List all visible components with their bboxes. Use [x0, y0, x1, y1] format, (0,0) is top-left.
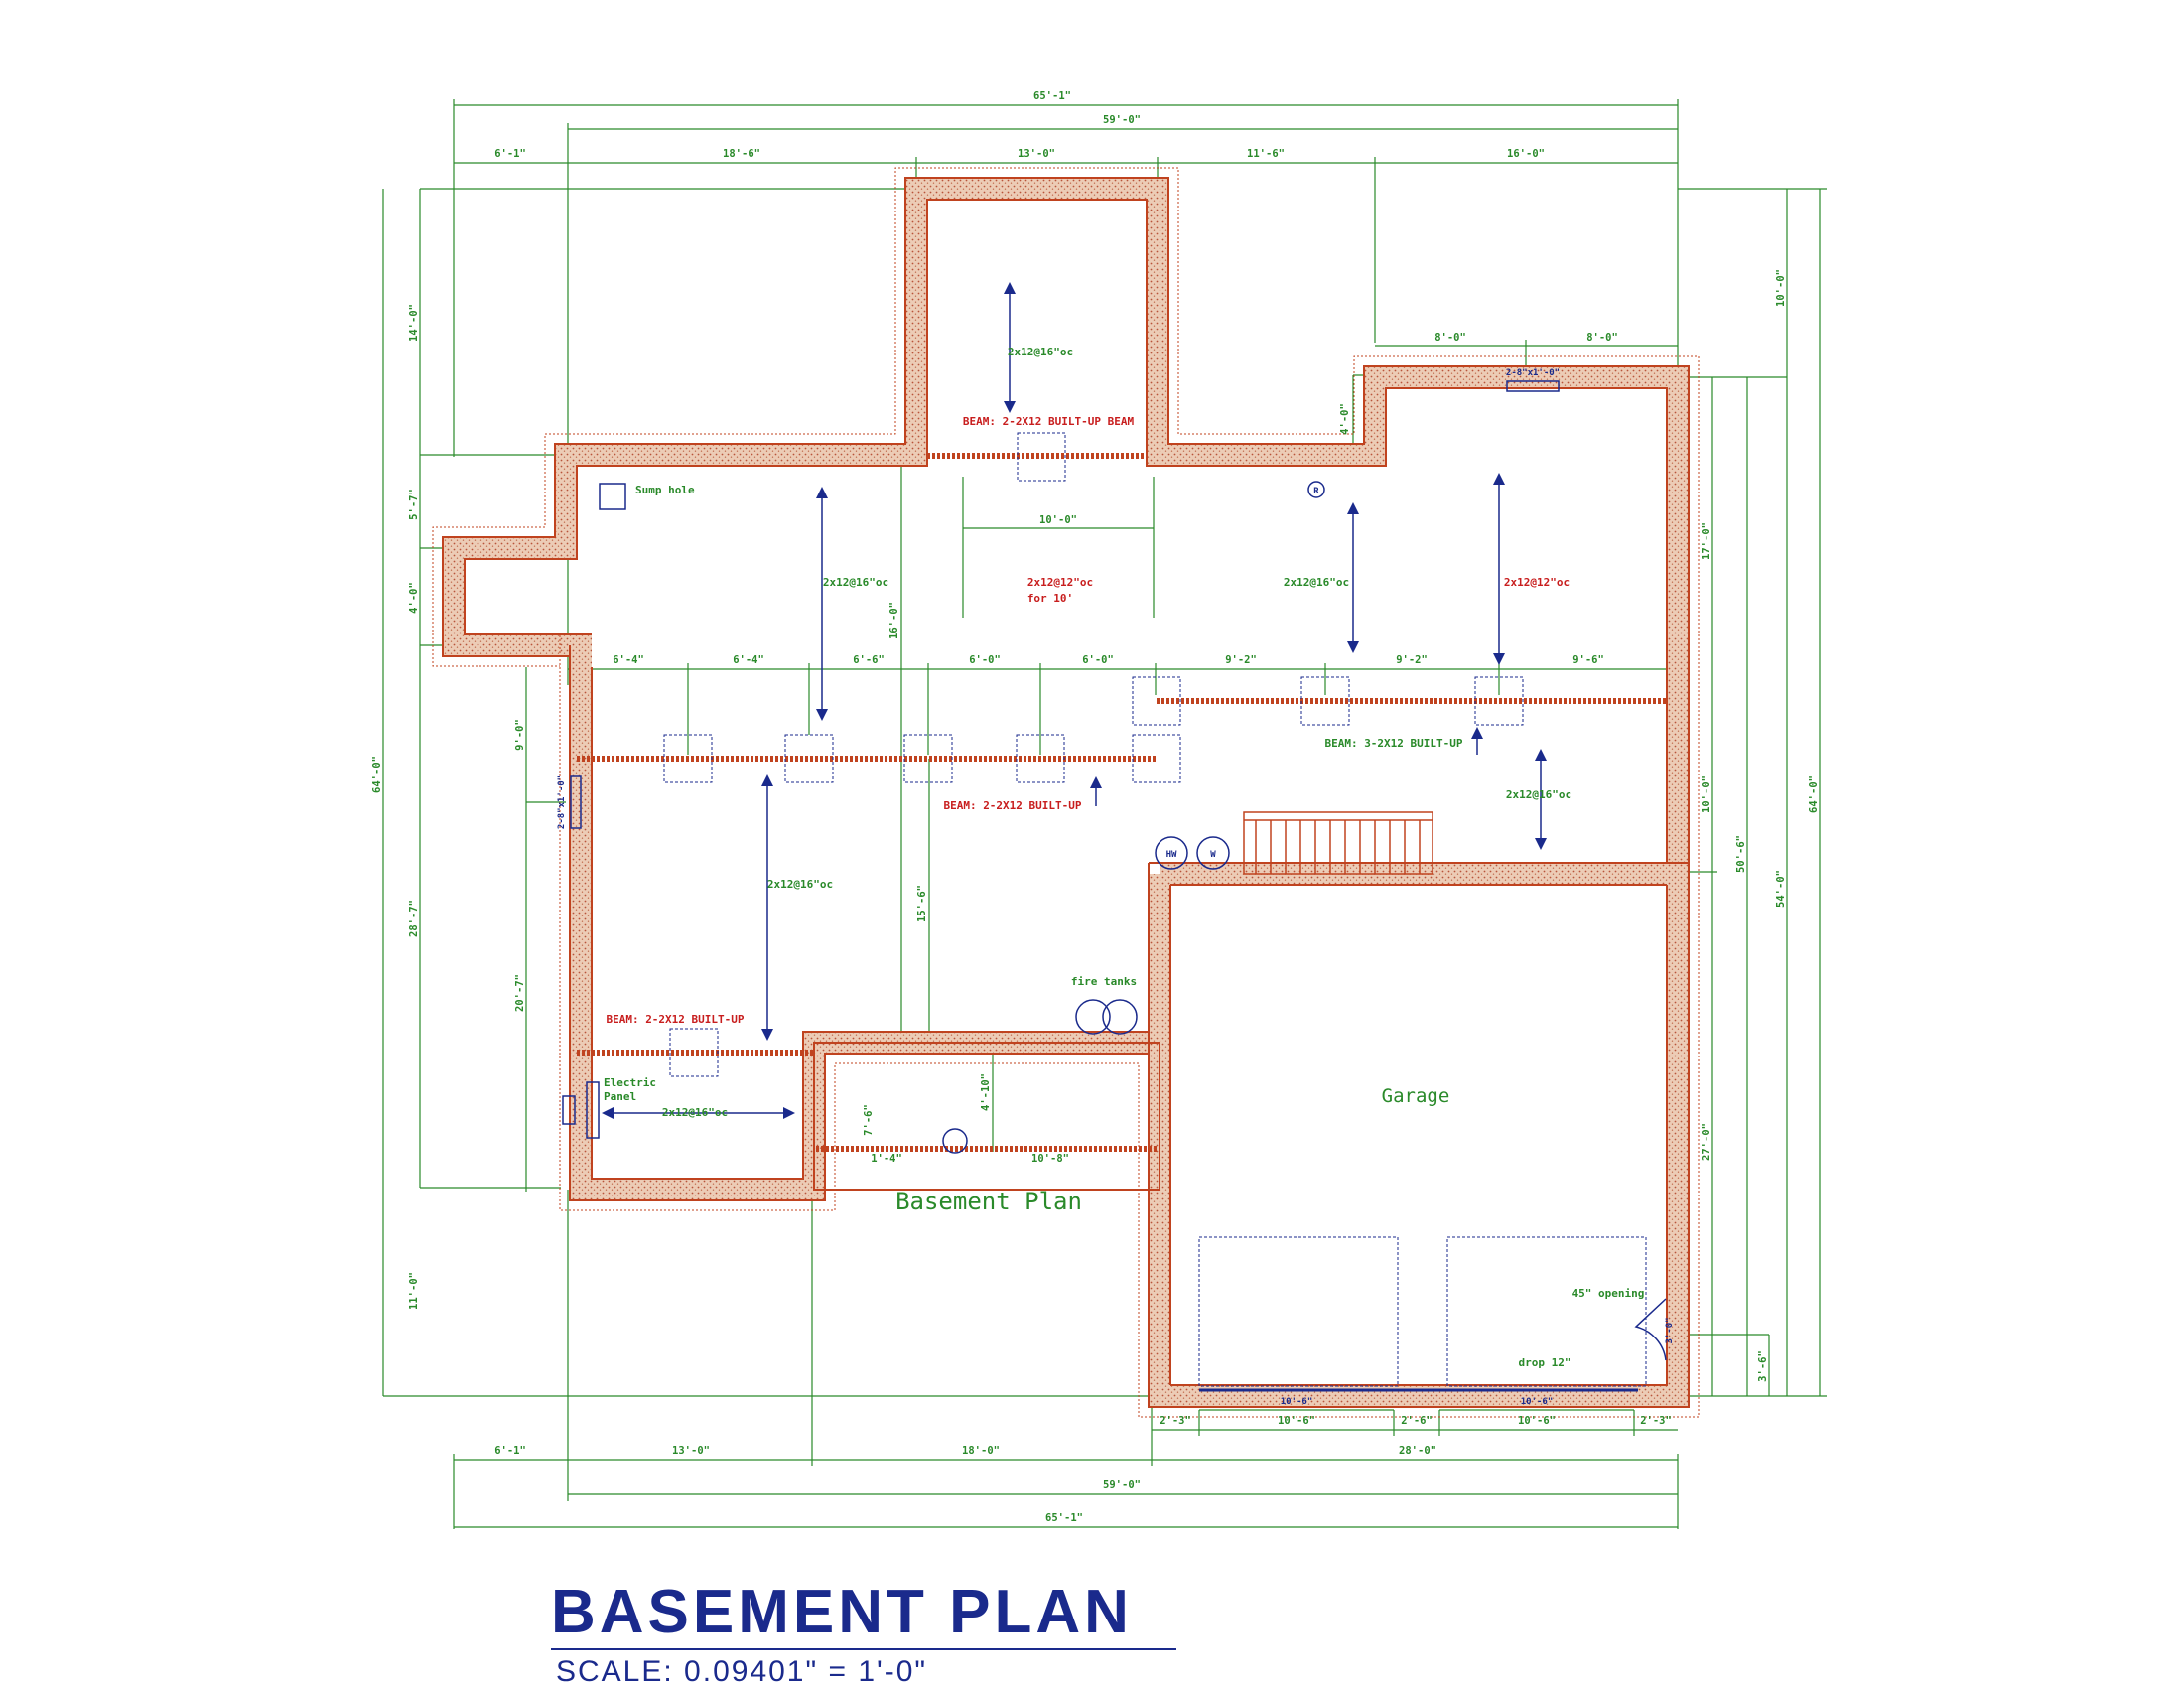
dim-left-64: 64'-0" [371, 756, 383, 793]
joist-note-far-right: 2x12@12"oc [1504, 576, 1570, 589]
dim-top-c: 13'-0" [1018, 148, 1055, 160]
joist-note-right: 2x12@16"oc [1284, 576, 1349, 589]
dim-beam-c: 6'-6" [853, 654, 885, 666]
dim-top-e: 16'-0" [1507, 148, 1545, 160]
dim-right-10-top: 10'-0" [1775, 269, 1787, 307]
r-label: R [1313, 487, 1319, 496]
joist-note-panel: 2x12@16"oc [662, 1106, 728, 1119]
dim-top-b: 18'-6" [723, 148, 760, 160]
sump-hole-label: Sump hole [635, 484, 695, 496]
dim-bot-28: 28'-0" [1399, 1445, 1436, 1457]
dim-top-59: 59'-0" [1103, 114, 1141, 126]
dim-left-5-7: 5'-7" [408, 489, 420, 520]
dim-right-3-0: 3'-0" [1665, 1317, 1675, 1343]
door-swing [1634, 1298, 1667, 1361]
dim-beam-f: 9'-2" [1225, 654, 1257, 666]
dim-right-10: 10'-0" [1701, 775, 1712, 813]
beam-note-middle: BEAM: 2-2X12 BUILT-UP [943, 799, 1081, 812]
dim-right-17: 17'-0" [1701, 522, 1712, 560]
garage-doors [1198, 1236, 1647, 1387]
window-top-label: 2-8"x1'-0" [1506, 368, 1560, 378]
joist-arrows [602, 282, 1547, 1119]
joist-note-stair: 2x12@16"oc [1506, 788, 1571, 801]
beam-note-right: BEAM: 3-2X12 BUILT-UP [1324, 737, 1462, 750]
dim-mid-10-8: 10'-8" [1031, 1153, 1069, 1165]
dim-gar-a: 2'-3" [1160, 1415, 1191, 1427]
dim-gar-c: 2'-6" [1401, 1415, 1433, 1427]
dimension-lines [382, 99, 1827, 1529]
dim-beam-d: 6'-0" [969, 654, 1001, 666]
joist-note-lower-left: 2x12@16"oc [767, 878, 833, 891]
dim-left-4: 4'-0" [408, 582, 420, 614]
dim-mid-1-4: 1'-4" [871, 1153, 902, 1165]
drawing-title: BASEMENT PLAN [551, 1578, 1133, 1646]
dim-right-27: 27'-0" [1701, 1123, 1712, 1161]
dim-gar-d: 10'-6" [1518, 1415, 1556, 1427]
dim-bot-c: 18'-0" [962, 1445, 1000, 1457]
post-footings [663, 432, 1524, 1077]
dim-beam-a: 6'-4" [613, 654, 644, 666]
joist-note-for-10: for 10' [1027, 592, 1073, 605]
dim-beam-e: 6'-0" [1082, 654, 1114, 666]
opening-45-label: 45" opening [1572, 1287, 1645, 1300]
dim-left-11: 11'-0" [408, 1272, 420, 1310]
title-underline [551, 1648, 1176, 1650]
dim-mid-15-6: 15'-6" [916, 885, 928, 922]
joist-note-left: 2x12@16"oc [823, 576, 888, 589]
fixtures [562, 380, 1560, 1154]
dim-right-3-6: 3'-6" [1757, 1350, 1769, 1382]
dim-door-b: 10'-6" [1521, 1397, 1554, 1407]
dim-right-64: 64'-0" [1808, 775, 1820, 813]
beam-note-bottom-left: BEAM: 2-2X12 BUILT-UP [606, 1013, 744, 1026]
basement-plan-label: Basement Plan [895, 1188, 1082, 1215]
dim-mid-4-10: 4'-10" [980, 1073, 992, 1111]
joist-note-opening: 2x12@12"oc [1027, 576, 1093, 589]
dim-4-0-top: 4'-0" [1339, 403, 1351, 435]
stairs [1243, 811, 1433, 875]
dim-opening-10: 10'-0" [1039, 514, 1077, 526]
w-label: W [1210, 850, 1216, 860]
dim-right-8b: 8'-0" [1586, 332, 1618, 344]
dim-top-d: 11'-6" [1247, 148, 1285, 160]
electric-panel-label-1: Electric [604, 1076, 656, 1089]
dim-left-28-7: 28'-7" [408, 900, 420, 937]
drop-label: drop 12" [1519, 1356, 1571, 1369]
dim-bot-59: 59'-0" [1103, 1479, 1141, 1491]
dim-bot-65: 65'-1" [1045, 1512, 1083, 1524]
dim-beam-h: 9'-6" [1572, 654, 1604, 666]
dim-mid-16: 16'-0" [888, 602, 900, 639]
beam-note-top: BEAM: 2-2X12 BUILT-UP BEAM [963, 415, 1135, 428]
garage-label: Garage [1382, 1085, 1450, 1107]
dim-top-a: 6'-1" [494, 148, 526, 160]
fire-tanks-label: fire tanks [1071, 975, 1137, 988]
hw-label: HW [1166, 850, 1177, 860]
beams [577, 453, 1667, 1152]
dim-mid-7-6: 7'-6" [863, 1104, 875, 1136]
dim-gar-b: 10'-6" [1278, 1415, 1315, 1427]
dim-beam-b: 6'-4" [733, 654, 764, 666]
dim-left-14: 14'-0" [408, 304, 420, 342]
joist-note-top: 2x12@16"oc [1008, 346, 1073, 358]
drawing-scale: SCALE: 0.09401" = 1'-0" [556, 1655, 928, 1688]
dim-right-8a: 8'-0" [1434, 332, 1466, 344]
dim-gar-e: 2'-3" [1640, 1415, 1672, 1427]
electric-panel-label-2: Panel [604, 1090, 636, 1103]
dim-door-a: 10'-6" [1281, 1397, 1313, 1407]
dim-bot-b: 13'-0" [672, 1445, 710, 1457]
dim-right-50-6: 50'-6" [1735, 835, 1747, 873]
dim-beam-g: 9'-2" [1396, 654, 1428, 666]
dim-left-9: 9'-0" [514, 719, 526, 751]
window-left-label: 2-8"x1'-0" [557, 775, 567, 829]
dim-top-overall: 65'-1" [1033, 90, 1071, 102]
dim-bot-a: 6'-1" [494, 1445, 526, 1457]
dim-right-54: 54'-0" [1775, 870, 1787, 908]
dim-left-20-7: 20'-7" [514, 974, 526, 1012]
